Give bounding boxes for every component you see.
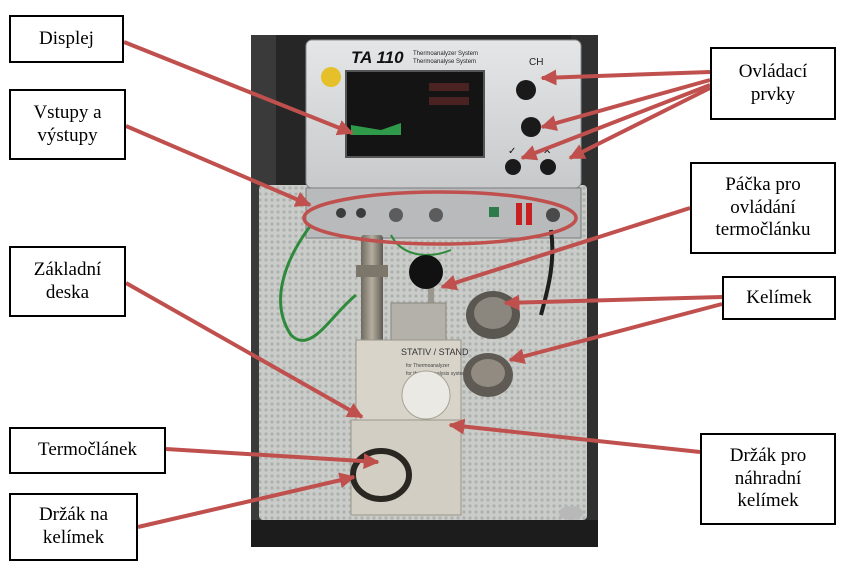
stand-sub-1: for Thermoanalyzer [406, 363, 450, 369]
display-graph [351, 123, 401, 135]
device-subtitle-1: Thermoanalyzer System [413, 51, 478, 57]
label-packa: Páčka pro ovládání termočlánku [690, 162, 836, 254]
label-termoclanek: Termočlánek [9, 427, 166, 474]
label-drzak-kelimek: Držák na kelímek [9, 493, 138, 561]
control-knob-ch [516, 80, 536, 100]
red-connector [516, 203, 522, 225]
svg-text:✕: ✕ [543, 146, 551, 157]
stand-label: STATIV / STAND [401, 347, 469, 357]
label-zakladni: Základní deska [9, 246, 126, 317]
label-kelimek: Kelímek [722, 276, 836, 320]
knob-label: CH [529, 57, 543, 68]
cancel-button [540, 159, 556, 175]
confirm-button [505, 159, 521, 175]
device-model: TA 110 [351, 48, 404, 67]
warning-sticker [321, 67, 341, 87]
svg-text:✓: ✓ [508, 146, 516, 157]
lever-knob [409, 255, 443, 289]
device-photo: TA 110 Thermoanalyzer System Thermoanaly… [251, 35, 598, 547]
device-subtitle-2: Thermoanalyse System [413, 59, 476, 65]
label-ovladaci: Ovládací prvky [710, 47, 836, 120]
control-knob-2 [521, 117, 541, 137]
label-vstupy: Vstupy a výstupy [9, 89, 126, 160]
label-displej: Displej [9, 15, 124, 63]
label-drzak-nahradni: Držák pro náhradní kelímek [700, 433, 836, 525]
connector-strip [305, 187, 582, 239]
